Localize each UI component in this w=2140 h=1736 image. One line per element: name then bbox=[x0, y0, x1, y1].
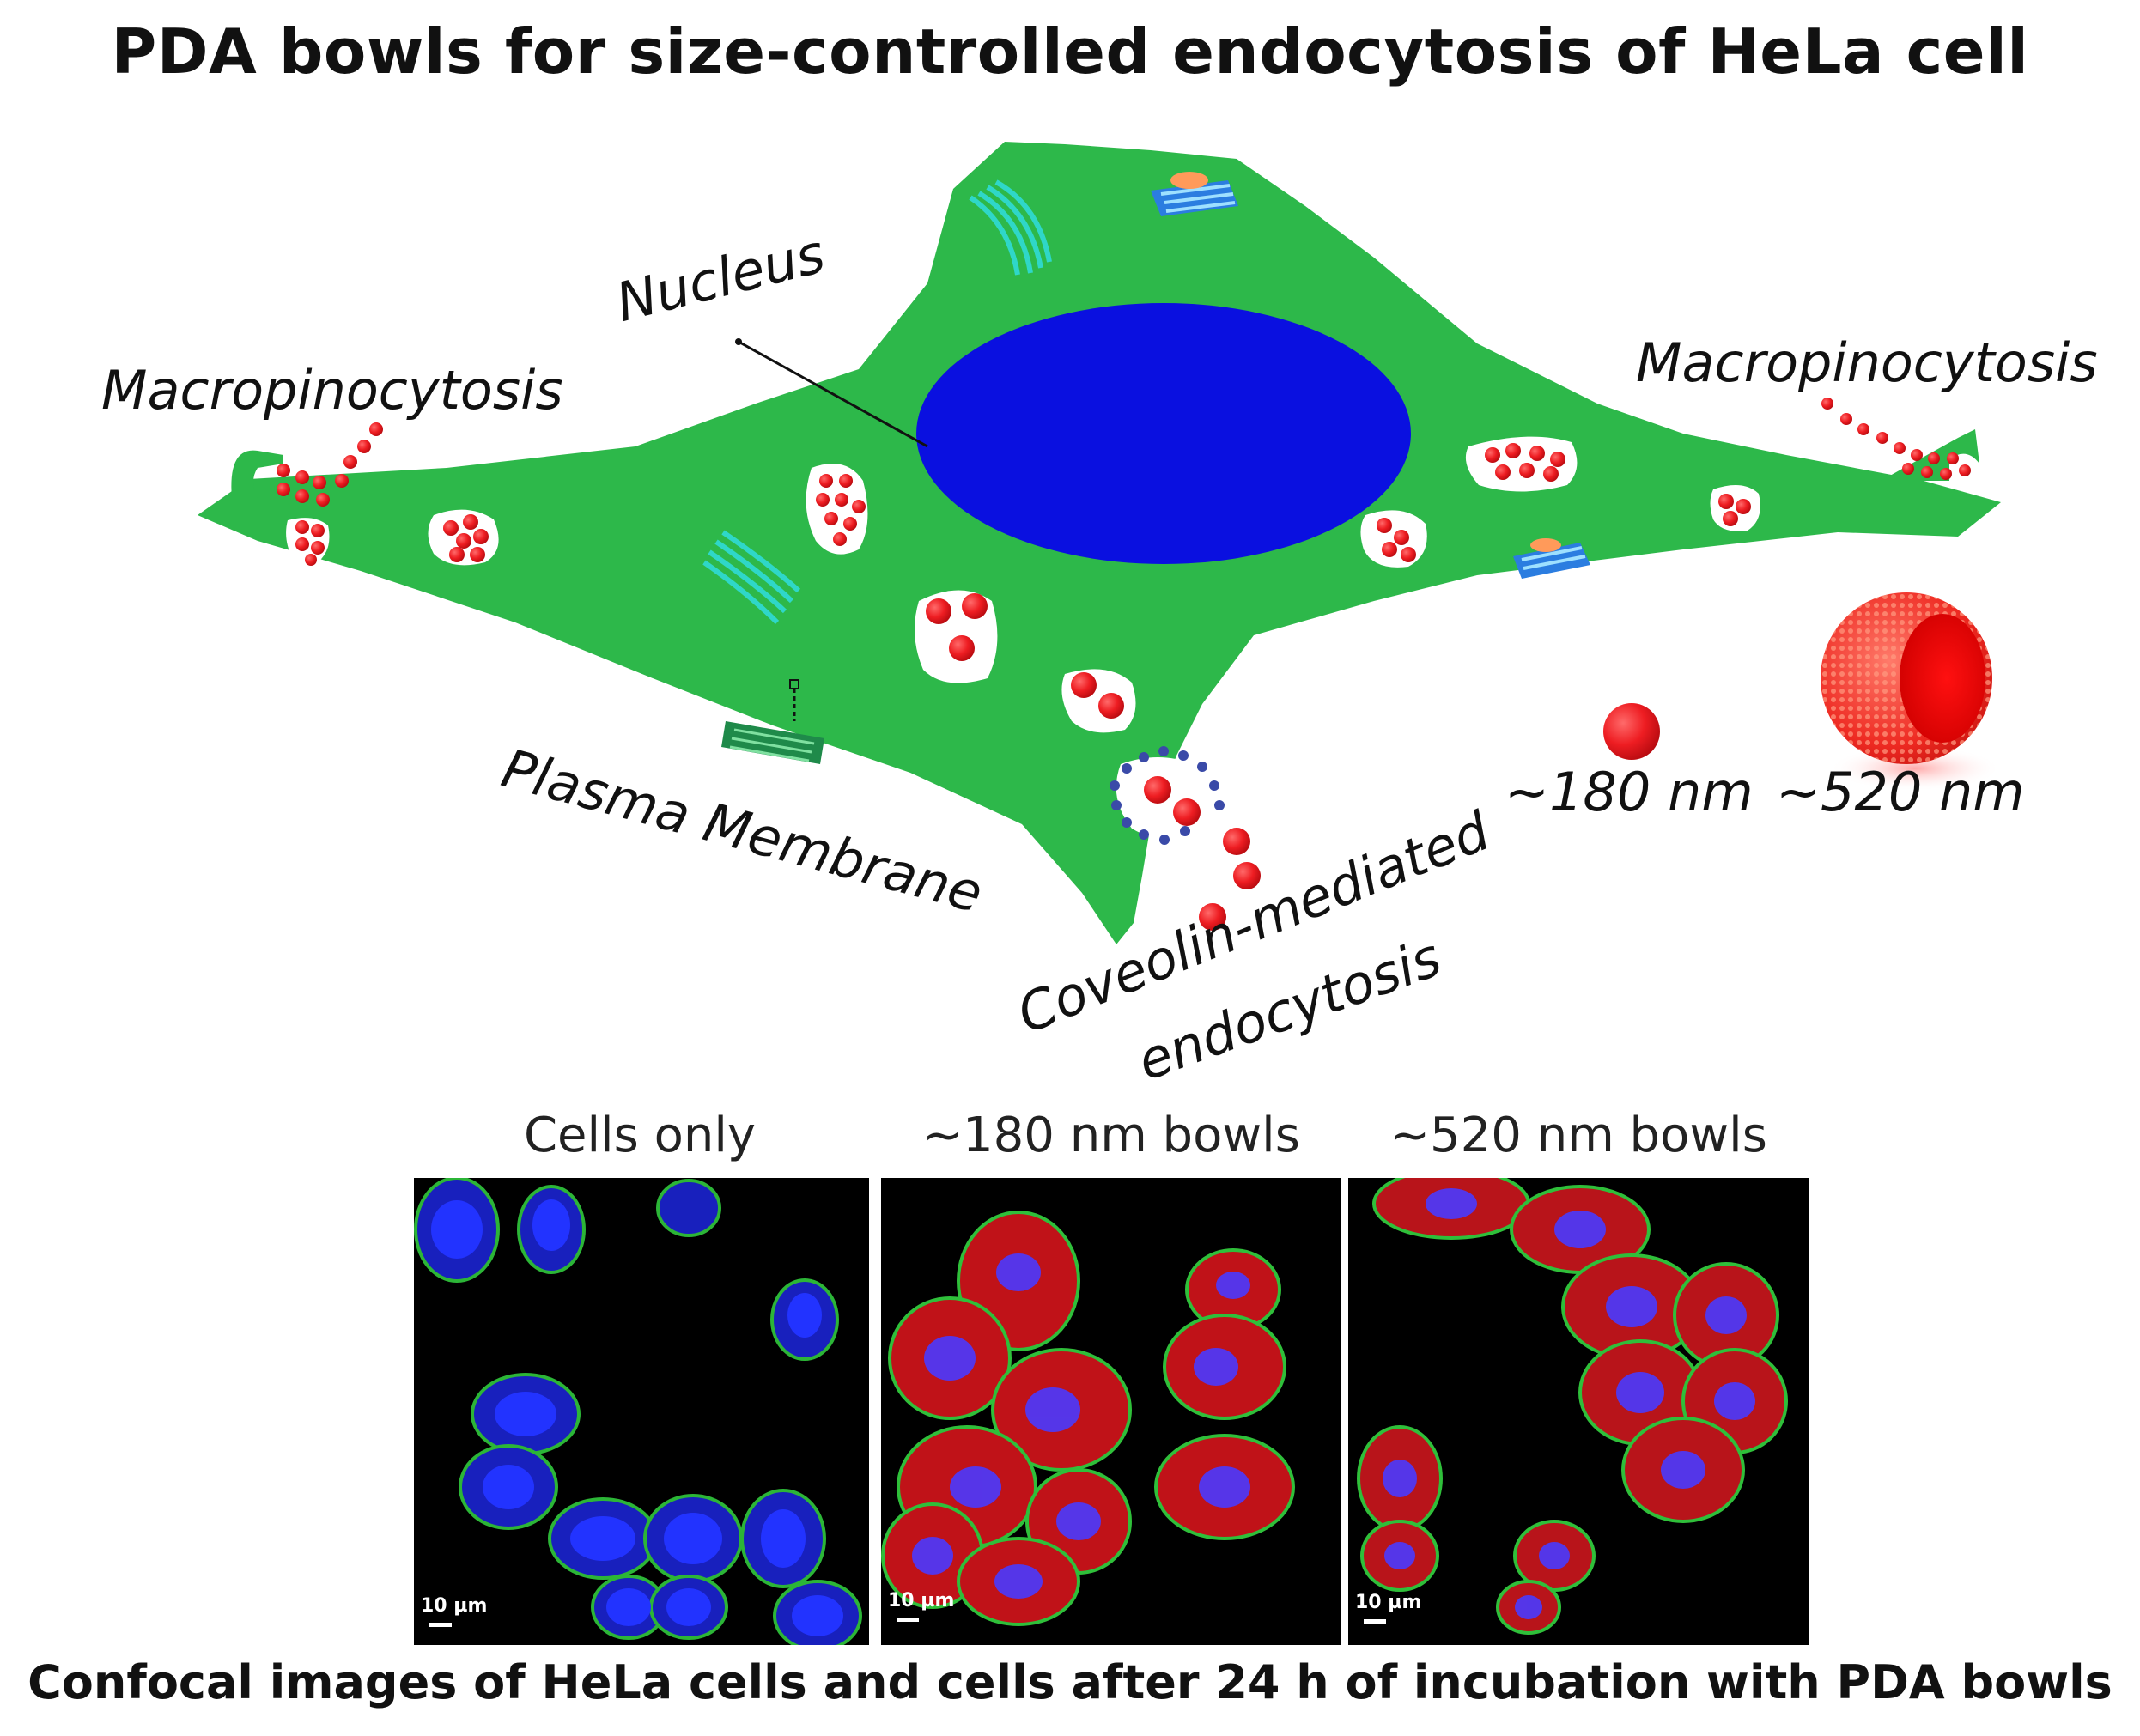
large-bowl bbox=[1821, 592, 1992, 764]
confocal-panel-cells-only bbox=[414, 1178, 869, 1645]
panel-title-cells-only: Cells only bbox=[523, 1108, 757, 1163]
figure-caption: Confocal images of HeLa cells and cells … bbox=[27, 1655, 2113, 1709]
caveola bbox=[1110, 746, 1225, 845]
organelle-stack bbox=[1151, 172, 1238, 216]
scale-bar-label: 10 µm bbox=[421, 1595, 488, 1617]
nucleus bbox=[916, 303, 1411, 564]
cell-schematic bbox=[198, 142, 2001, 944]
vesicle bbox=[1710, 485, 1760, 531]
figure-title: PDA bowls for size-controlled endocytosi… bbox=[111, 15, 2029, 88]
panel-title-180nm: ~180 nm bowls bbox=[922, 1108, 1300, 1163]
macropinocytosis-particles-left bbox=[277, 422, 383, 507]
coveolin-particles bbox=[1199, 828, 1261, 931]
macropinocytosis-label-right: Macropinocytosis bbox=[1636, 331, 2098, 394]
confocal-panel-520nm bbox=[1348, 1178, 1809, 1645]
panel-title-520nm: ~520 nm bowls bbox=[1389, 1108, 1767, 1163]
nucleus-pointer-line bbox=[738, 340, 928, 448]
plasma-membrane-marker bbox=[721, 679, 824, 764]
vesicle bbox=[1360, 510, 1427, 568]
vesicle bbox=[806, 464, 868, 555]
macropinocytosis-cup-left bbox=[231, 450, 283, 498]
vesicle bbox=[286, 518, 330, 566]
vesicle bbox=[1465, 436, 1578, 492]
scale-bar-label: 10 µm bbox=[888, 1590, 955, 1612]
small-bowl bbox=[1603, 703, 1660, 760]
size-label-180: ~180 nm bbox=[1505, 761, 1754, 823]
golgi-organelle bbox=[969, 179, 1052, 276]
macropinocytosis-particles-right bbox=[1821, 398, 1971, 480]
vesicle bbox=[915, 590, 998, 683]
golgi-organelle bbox=[702, 530, 801, 625]
size-label-520: ~520 nm bbox=[1776, 761, 2025, 823]
confocal-panel-180nm bbox=[881, 1178, 1341, 1645]
vesicle bbox=[428, 509, 499, 566]
scale-bar-label: 10 µm bbox=[1355, 1592, 1422, 1613]
macropinocytosis-label-left: Macropinocytosis bbox=[101, 359, 563, 422]
organelle-stack bbox=[1513, 538, 1590, 579]
large-bowl-shadow bbox=[1829, 746, 2001, 791]
vesicle bbox=[1061, 669, 1136, 733]
